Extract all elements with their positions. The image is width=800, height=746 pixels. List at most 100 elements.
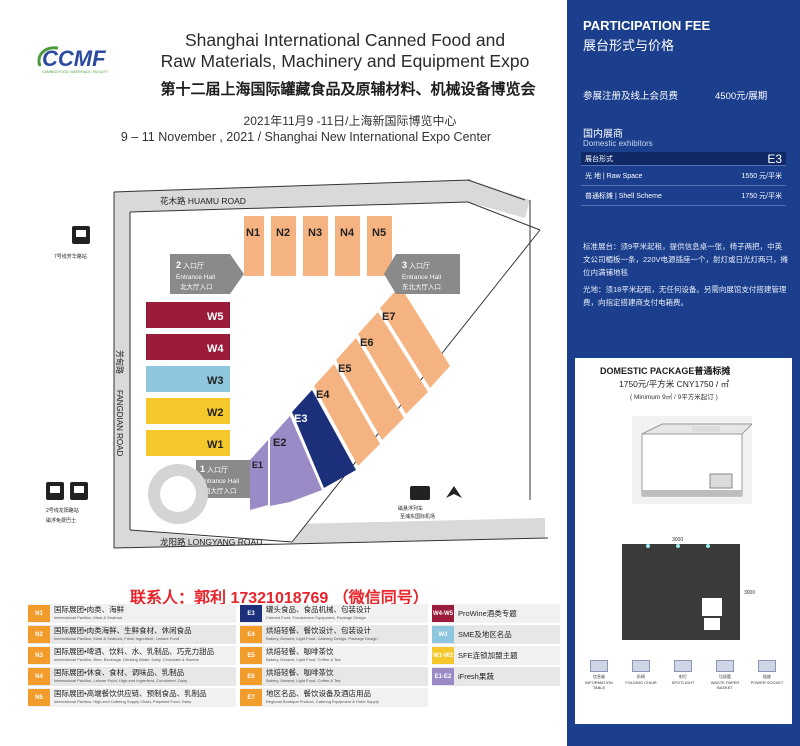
hall-n2	[271, 216, 296, 276]
booth-plan: 3000 3000	[622, 537, 755, 640]
svg-text:Entrance Hall: Entrance Hall	[200, 478, 240, 485]
hall-w5-label: W5	[207, 311, 224, 323]
legend-en: International Pavilion, Meat & Seafood, …	[54, 635, 179, 641]
date-en: 9 – 11 November , 2021 / Shanghai New In…	[120, 130, 492, 144]
package-price: 1750元/平方米 CNY1750 / ㎡	[619, 379, 730, 389]
hall-n5	[367, 216, 392, 276]
legend-cn: 国际展团•肉类、海鲜	[54, 604, 125, 614]
ccmf-logo: CCMF CANNED FOOD, MATERIALS, FACILITY	[34, 42, 128, 76]
legend-badge: E1-E2	[432, 668, 454, 685]
svg-text:Entrance Hall: Entrance Hall	[176, 274, 216, 281]
legend-en: International Pavilion, Meat & Seafood	[54, 614, 123, 620]
hall-e6	[358, 312, 428, 414]
bullet-icon	[578, 703, 585, 711]
svg-text:3: 3	[402, 260, 407, 270]
legend-en: International Pavilion, Beer, Beverage, …	[54, 656, 199, 662]
booth-3d-image	[632, 416, 752, 504]
hall-w5	[146, 302, 230, 328]
legend-en: Canned Food, Foodservice Equipment, Pack…	[266, 614, 366, 620]
hall-w1-label: W1	[207, 439, 224, 451]
hall-e3-label: E3	[294, 413, 307, 425]
basket-icon	[716, 660, 734, 672]
svg-text:北大厅入口: 北大厅入口	[180, 282, 213, 291]
hall-n3-label: N3	[308, 227, 322, 239]
hall-e7	[380, 286, 450, 388]
hall-w1	[146, 430, 230, 456]
ccmf-logo-mark: CCMF CANNED FOOD, MATERIALS, FACILITY	[37, 46, 109, 74]
legend-cn: 地区名品、餐饮设备及酒店用品	[266, 688, 371, 698]
hall-e7-label: E7	[382, 311, 395, 323]
contact-line: 联系人：郭利 17321018769 （微信同号）	[130, 590, 429, 607]
legend-cn: SFE连锁加盟主题	[458, 650, 518, 660]
hall-n3	[303, 216, 328, 276]
legend-badge: W4-W5	[432, 605, 454, 622]
road-south-label: 龙阳路 LONGYANG ROAD	[160, 537, 262, 547]
fee-value: 4500元/展期	[715, 91, 768, 102]
hall-e4	[314, 364, 380, 466]
price-table: 展台形式 E3 光 地 | Raw Space 1550 元/平米 普通标摊 |…	[581, 152, 786, 206]
legend-cn: 烘焙轻餐、餐饮设计、包装设计	[266, 625, 371, 635]
legend-cn: 烘焙轻餐、咖啡茶饮	[266, 667, 334, 677]
legend-cn: 国际展团•休食、食材、调味品、乳制品	[54, 667, 185, 677]
date-cn: 2021年11月9 -11日/上海新国际博览中心	[243, 114, 457, 128]
hall-e6-label: E6	[360, 337, 373, 349]
hall-w2-label: W2	[207, 407, 224, 419]
metro-icon-bottom: 2号线龙阳路站 磁浮免费巴士	[46, 482, 88, 524]
panel-title-cn: 展台形式与价格	[583, 38, 675, 53]
hall-e3	[292, 390, 356, 488]
svg-text:3000: 3000	[672, 537, 683, 543]
maglev-icon: 磁悬浮列车 至浦东国际机场	[398, 486, 462, 520]
price-row-raw: 光 地 | Raw Space 1550 元/平米	[581, 166, 786, 186]
svg-text:Entrance Hall: Entrance Hall	[402, 274, 442, 281]
venue-map: N1 N2 N3 N4 N5 W5 W4 W3 W2 W1 E1 E2 E3 E…	[46, 179, 549, 549]
hall-w3-label: W3	[207, 375, 224, 387]
legend-badge: E5	[240, 647, 262, 664]
hall-e1	[250, 440, 268, 510]
hall-n2-label: N2	[276, 227, 290, 239]
panel-notes: 标准展台：须9平米起租，提供信息桌一张，椅子两把，中英文公司楣板一条，220V电…	[583, 242, 789, 307]
legend-cn: 烘焙轻餐、咖啡茶饮	[266, 646, 334, 656]
chair-icon	[632, 660, 650, 672]
hall-w2	[146, 398, 230, 424]
entrance-south: 1 入口厅 Entrance Hall 南大厅入口	[196, 460, 250, 498]
entrance-north: 2 入口厅 Entrance Hall 北大厅入口	[170, 254, 244, 294]
hall-n4	[335, 216, 360, 276]
hall-e4-label: E4	[316, 389, 330, 401]
package-title: DOMESTIC PACKAGE普通标摊	[600, 366, 731, 376]
hall-w4-label: W4	[207, 343, 224, 355]
legend-badge: E7	[240, 689, 262, 706]
legend-badge: E4	[240, 626, 262, 643]
legend-cn: 罐头食品、食品机械、包装设计	[266, 604, 371, 614]
price-row-shell: 普通标摊 | Shell Scheme 1750 元/平米	[581, 186, 786, 206]
road-north-label: 花木路 HUAMU ROAD	[160, 196, 246, 206]
legend-cn: 国际展团•高端餐饮供应链、预制食品、乳制品	[54, 688, 207, 698]
hall-e2-label: E2	[273, 437, 286, 449]
svg-text:入口厅: 入口厅	[409, 262, 430, 270]
svg-text:3000: 3000	[744, 590, 755, 596]
svg-text:磁浮免费巴士: 磁浮免费巴士	[46, 517, 76, 524]
hall-n4-label: N4	[340, 227, 355, 239]
legend-en: Regional Boutique Product, Catering Equi…	[266, 698, 379, 704]
title-en: Shanghai International Canned Food and R…	[160, 30, 530, 71]
halls-w: W5 W4 W3 W2 W1	[146, 302, 230, 456]
hall-e5	[336, 338, 404, 440]
hall-w3	[146, 366, 230, 392]
legend-text: iFresh果蔬	[458, 672, 494, 681]
socket-icon	[758, 660, 776, 672]
legend-badge: N2	[28, 626, 50, 643]
